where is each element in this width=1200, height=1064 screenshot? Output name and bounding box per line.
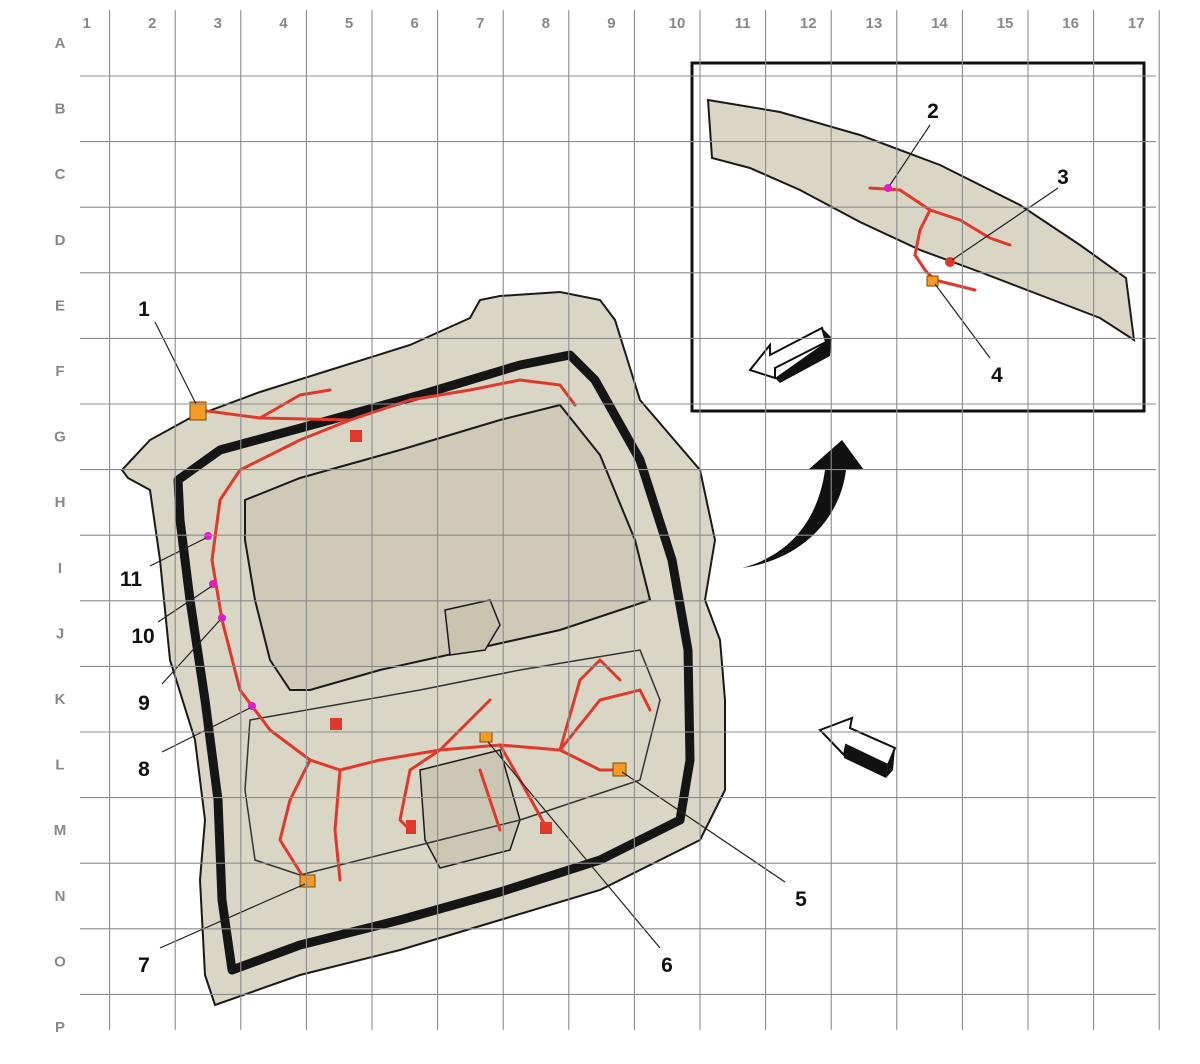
row-label-C: C	[55, 166, 66, 183]
callout-5: 5	[795, 888, 807, 911]
column-label-12: 12	[800, 15, 817, 32]
column-label-15: 15	[997, 15, 1014, 32]
row-label-I: I	[58, 560, 62, 577]
row-label-J: J	[56, 625, 64, 642]
callout-7: 7	[138, 954, 150, 977]
column-label-7: 7	[476, 15, 484, 32]
column-label-4: 4	[279, 15, 288, 32]
row-label-N: N	[55, 888, 66, 905]
callout-6: 6	[661, 954, 673, 977]
row-label-L: L	[55, 757, 64, 774]
connector-2-magenta	[884, 184, 892, 192]
row-label-D: D	[55, 232, 66, 249]
callout-1: 1	[138, 298, 150, 321]
column-label-1: 1	[82, 15, 90, 32]
row-label-P: P	[55, 1019, 65, 1036]
callout-11: 11	[120, 568, 143, 591]
column-label-2: 2	[148, 15, 156, 32]
row-label-G: G	[54, 429, 66, 446]
row-labels: A B C D E F G H I J K L M N O P	[54, 35, 67, 1036]
column-label-14: 14	[931, 15, 948, 32]
connector-1-orange	[189, 401, 207, 421]
connector-4-orange	[926, 275, 939, 287]
clip-red	[350, 430, 362, 442]
license-plate-recess	[419, 749, 521, 869]
column-label-5: 5	[345, 15, 353, 32]
reference-grid	[80, 10, 1160, 1030]
row-label-M: M	[54, 822, 67, 839]
column-label-16: 16	[1062, 15, 1079, 32]
column-label-17: 17	[1128, 15, 1145, 32]
tailgate-glass	[244, 403, 652, 691]
curved-arrow-icon	[742, 440, 864, 568]
column-label-3: 3	[214, 15, 222, 32]
row-label-O: O	[54, 953, 66, 970]
handle-detail	[444, 599, 501, 656]
callout-3: 3	[1057, 166, 1069, 189]
column-label-11: 11	[735, 15, 751, 32]
clip-red	[330, 718, 342, 730]
clip-red	[540, 822, 552, 834]
direction-arrow-icon	[818, 716, 897, 778]
callout-labels: 1 2 3 4 5 6 7 8 9 10 11	[120, 100, 1069, 977]
callout-2: 2	[927, 100, 939, 123]
callout-10: 10	[131, 625, 154, 648]
tailgate-seal	[173, 350, 695, 975]
detail-inset	[690, 61, 1146, 413]
row-label-E: E	[55, 297, 65, 314]
callout-9: 9	[138, 692, 150, 715]
callout-8: 8	[138, 758, 150, 781]
row-label-B: B	[55, 101, 66, 118]
tailgate-panel	[120, 290, 726, 1007]
column-label-6: 6	[410, 15, 418, 32]
column-label-13: 13	[865, 15, 882, 32]
direction-arrow-icon	[748, 326, 832, 383]
row-label-K: K	[55, 691, 66, 708]
row-label-F: F	[55, 363, 64, 380]
column-label-10: 10	[669, 15, 686, 32]
row-label-A: A	[55, 35, 66, 52]
callout-4: 4	[991, 364, 1003, 387]
clip-red	[406, 820, 416, 834]
column-label-9: 9	[607, 15, 615, 32]
column-label-8: 8	[542, 15, 550, 32]
row-label-H: H	[55, 494, 66, 511]
connector-6-orange	[479, 731, 493, 743]
